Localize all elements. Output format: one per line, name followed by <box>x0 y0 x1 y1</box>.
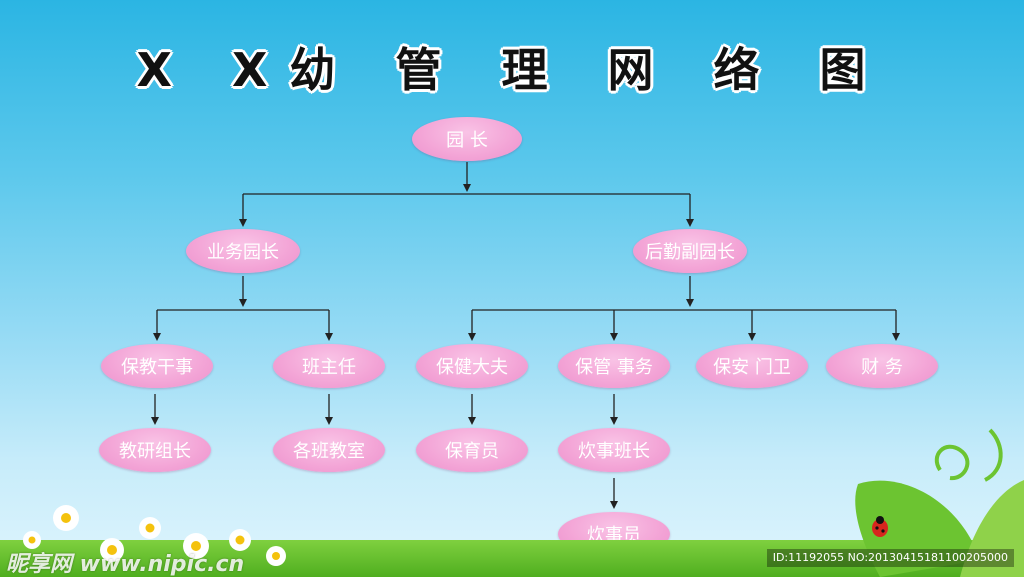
node-teaching-officer: 保教干事 <box>101 344 213 388</box>
node-finance: 财 务 <box>826 344 938 388</box>
node-nursery-staff: 保育员 <box>416 428 528 472</box>
vine-icon <box>934 444 970 481</box>
node-research-leader: 教研组长 <box>99 428 211 472</box>
watermark-id: ID:11192055 NO:20130415181100205000 <box>766 549 1014 567</box>
node-security: 保安 门卫 <box>696 344 808 388</box>
node-affairs: 保管 事务 <box>558 344 670 388</box>
ladybug-icon <box>872 516 888 537</box>
watermark-logo: 昵享网 www.nipic.cn <box>6 552 245 577</box>
node-head-teacher: 班主任 <box>273 344 385 388</box>
node-health-doctor: 保健大夫 <box>416 344 528 388</box>
node-business: 业务园长 <box>186 229 300 273</box>
node-root: 园 长 <box>412 117 522 161</box>
node-logistics: 后勤副园长 <box>633 229 747 273</box>
daisy-icon <box>23 505 286 566</box>
vine-icon <box>983 428 1003 482</box>
node-classrooms: 各班教室 <box>273 428 385 472</box>
leaf-icon <box>960 480 1024 577</box>
node-kitchen-leader: 炊事班长 <box>558 428 670 472</box>
grass-strip <box>0 540 1024 577</box>
chart-title: X X幼 管 理 网 络 图 <box>136 43 888 97</box>
leaf-icon <box>855 480 980 577</box>
